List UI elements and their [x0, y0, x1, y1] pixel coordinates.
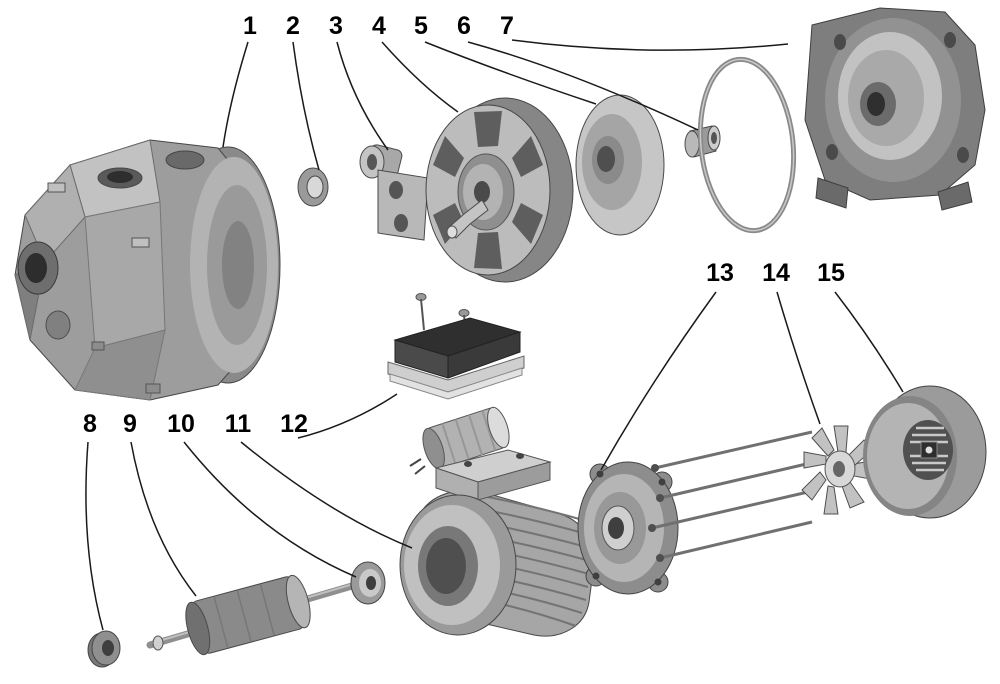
leader-line-11: [240, 441, 413, 549]
callout-number-9: 9: [123, 410, 137, 438]
callout-number-11: 11: [225, 410, 252, 438]
callout-number-4: 4: [372, 12, 386, 40]
callout-number-7: 7: [500, 12, 514, 40]
callout-number-8: 8: [83, 410, 97, 438]
callout-number-2: 2: [286, 12, 300, 40]
leader-line-8: [85, 441, 104, 631]
diffuser-plate-illustration: [575, 94, 665, 236]
callout-number-10: 10: [167, 410, 195, 438]
leader-line-15: [834, 291, 904, 393]
pump-body-illustration: [14, 139, 281, 401]
pump-bracket-illustration: [804, 7, 986, 211]
bearing-illustration: [350, 561, 386, 605]
callout-number-15: 15: [817, 259, 845, 287]
callout-number-13: 13: [706, 259, 734, 287]
tie-bolts-illustration: [648, 430, 816, 562]
motor-body-illustration: [399, 449, 595, 637]
terminal-box-illustration: [387, 293, 525, 400]
callout-number-3: 3: [329, 12, 343, 40]
o-ring-illustration: [697, 56, 797, 234]
capacitor-illustration: [409, 406, 510, 475]
rotor-illustration: [146, 574, 356, 656]
leader-line-12: [297, 393, 398, 439]
mechanical-seal-illustration: [359, 144, 429, 241]
callout-number-1: 1: [243, 12, 257, 40]
callout-number-6: 6: [457, 12, 471, 40]
leader-line-9: [130, 441, 197, 597]
leader-line-13: [600, 291, 717, 471]
impeller-illustration: [425, 97, 574, 283]
fan-cover-illustration: [863, 385, 987, 519]
leader-line-6: [467, 41, 699, 131]
callout-number-14: 14: [762, 259, 790, 287]
callout-number-12: 12: [280, 410, 308, 438]
seal-ring-illustration: [297, 167, 329, 207]
leader-line-3: [336, 41, 389, 151]
washer-illustration: [87, 630, 121, 668]
callout-number-5: 5: [414, 12, 428, 40]
leader-line-1: [222, 41, 249, 148]
leader-line-2: [292, 41, 320, 171]
leader-line-14: [776, 291, 821, 425]
fan-illustration: [801, 425, 877, 515]
leader-line-4: [381, 41, 459, 113]
rear-end-shield-illustration: [577, 461, 679, 595]
leader-line-5: [424, 41, 597, 105]
leader-line-10: [183, 441, 357, 578]
leader-line-7: [511, 39, 789, 51]
